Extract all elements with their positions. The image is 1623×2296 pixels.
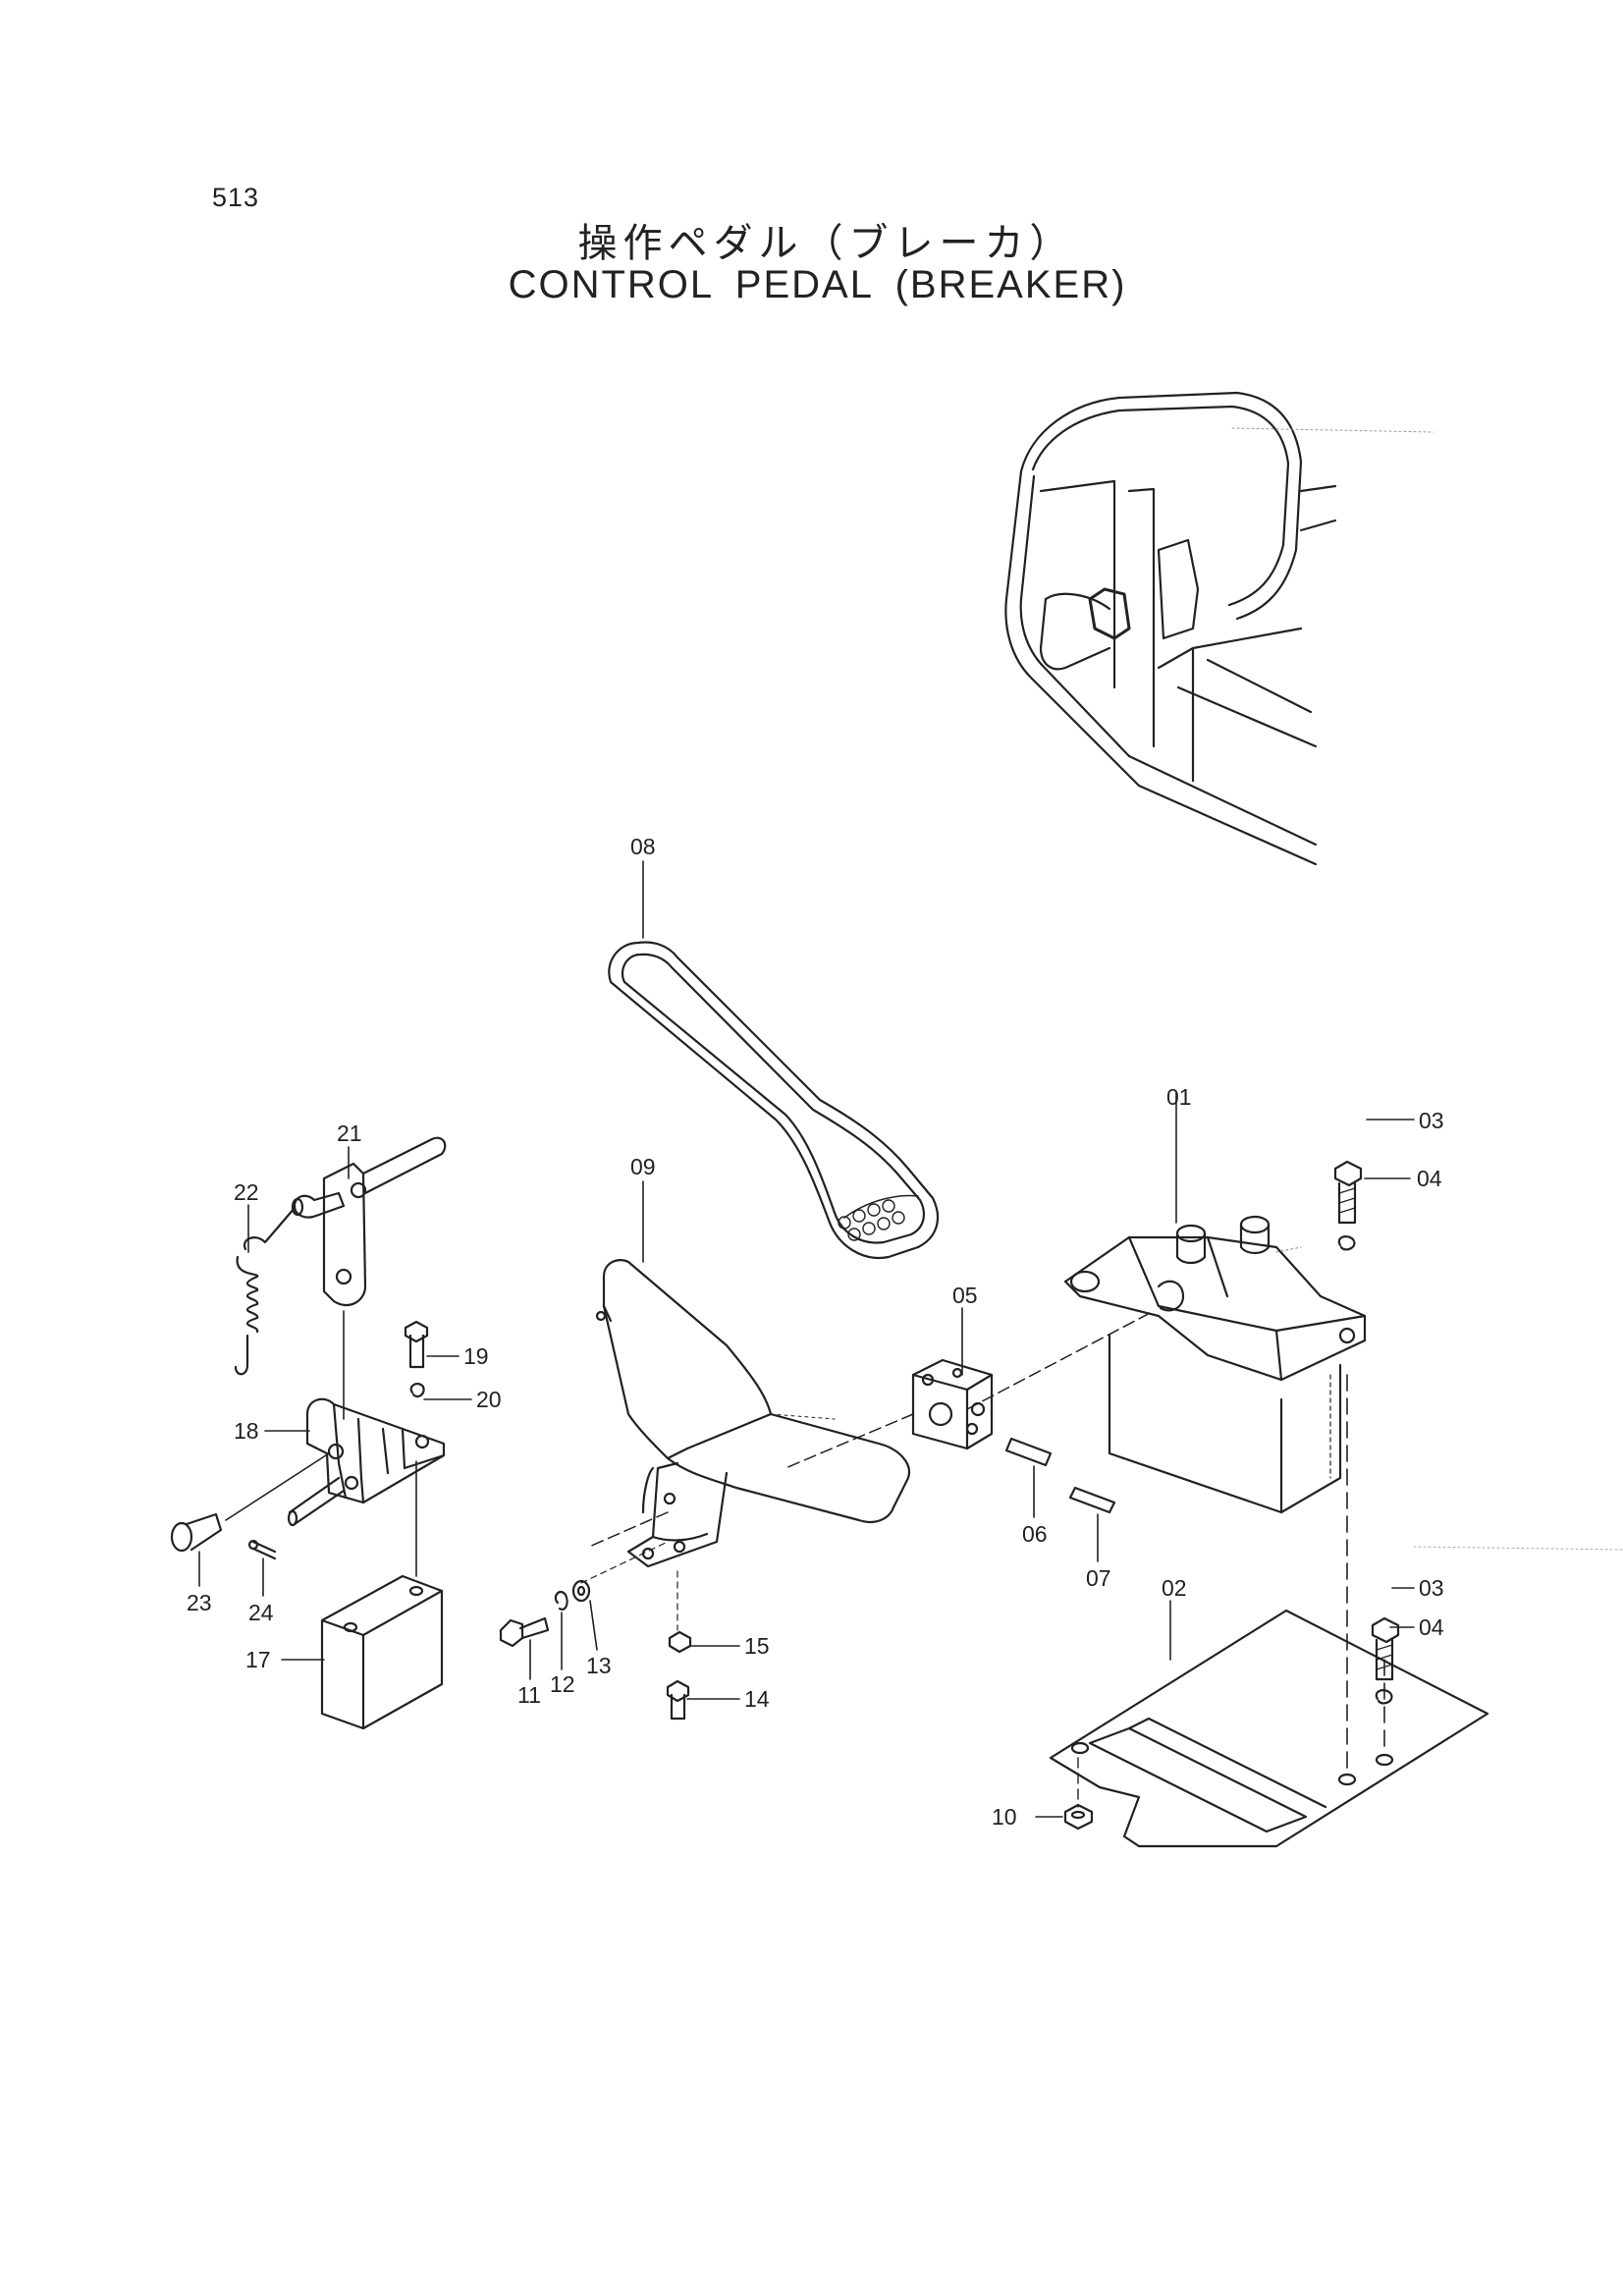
washer-20: [409, 1383, 425, 1398]
callout-08: 08: [630, 834, 656, 859]
callout-21: 21: [337, 1121, 362, 1146]
plate-bolt-right: [1371, 1616, 1400, 1705]
assembly-guide-lines: [588, 1310, 1155, 1548]
callout-22: 22: [234, 1179, 259, 1205]
callout-13: 13: [586, 1653, 612, 1678]
nut-15: [668, 1630, 692, 1654]
callout-24: 24: [248, 1600, 274, 1625]
callout-09: 09: [630, 1154, 656, 1179]
callout-02: 02: [1162, 1575, 1187, 1601]
callout-18: 18: [234, 1418, 259, 1444]
bracket-18: [287, 1397, 446, 1527]
spring-22: [234, 1206, 297, 1376]
pin-23-axis: [225, 1452, 330, 1521]
page-number: 513: [212, 183, 260, 212]
callout-19: 19: [463, 1343, 489, 1369]
pins: [1004, 1437, 1116, 1514]
callout-07: 07: [1086, 1565, 1111, 1591]
pin-23: [170, 1512, 223, 1553]
block-17: [320, 1574, 444, 1730]
callout-01: 01: [1166, 1084, 1192, 1110]
valve-bolt-upper: [1333, 1160, 1363, 1251]
callout-04-upper: 04: [1417, 1166, 1442, 1191]
washer-13: [571, 1579, 591, 1603]
callout-20: 20: [476, 1387, 502, 1412]
bolt-14: [666, 1679, 690, 1721]
margin-reference-line: [1413, 1546, 1623, 1551]
nut-10: [1063, 1803, 1094, 1831]
callout-11: 11: [517, 1682, 541, 1708]
callout-05: 05: [952, 1283, 978, 1308]
cab-inset-illustration: [1004, 391, 1434, 866]
pedal-body: [595, 1259, 911, 1568]
cotter-pin-24: [247, 1539, 277, 1560]
callout-12: 12: [550, 1671, 575, 1697]
pilot-valve: [1063, 1215, 1367, 1514]
title-english: CONTROL PEDAL (BREAKER): [508, 263, 1127, 306]
callout-labels: 01 02 03 03 04 04 05 06 07 08 09 10 11 1…: [187, 834, 1444, 1830]
bolt-11-axis: [580, 1541, 669, 1584]
washer-12: [554, 1590, 568, 1611]
callout-17: 17: [245, 1647, 271, 1672]
bolt-11: [499, 1616, 550, 1648]
callout-03-upper: 03: [1419, 1108, 1444, 1133]
lever-21: [291, 1136, 447, 1307]
callout-14: 14: [744, 1686, 770, 1712]
pedal-rubber-pad: [608, 941, 940, 1260]
callout-03-lower: 03: [1419, 1575, 1444, 1601]
mounting-plate: [1049, 1609, 1489, 1848]
callout-04-lower: 04: [1419, 1614, 1444, 1640]
title-japanese: 操作ペダル（ブレーカ）: [577, 221, 1075, 266]
callout-10: 10: [992, 1804, 1017, 1830]
callout-15: 15: [744, 1633, 770, 1659]
callout-leaders: [198, 860, 1415, 1818]
bolt-19: [404, 1320, 429, 1369]
pedal-block: [911, 1358, 994, 1450]
callout-06: 06: [1022, 1521, 1048, 1547]
callout-23: 23: [187, 1590, 212, 1615]
